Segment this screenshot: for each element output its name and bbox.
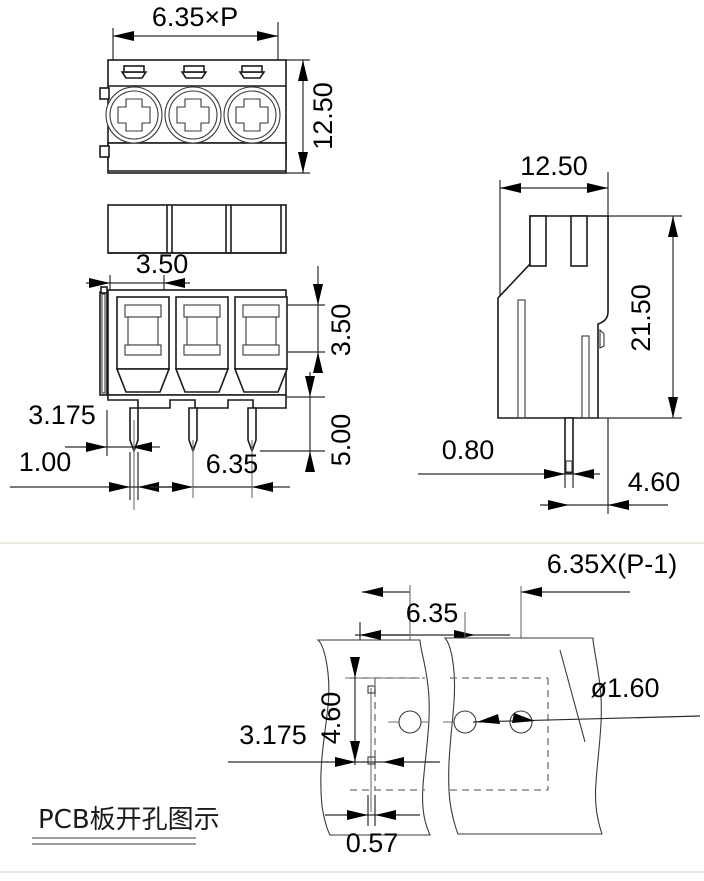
dimension-cavity-height: 3.50 xyxy=(287,266,356,373)
dimension-pin-length-text: 5.00 xyxy=(326,414,356,467)
terminal-cavity xyxy=(233,296,289,393)
dimension-pin-thickness: 0.80 xyxy=(418,435,600,488)
pcb-hole-layout: 6.35X(P-1) 6.35 xyxy=(228,549,701,858)
dimension-pin-to-edge-text: 4.60 xyxy=(628,467,681,497)
pcb-pin xyxy=(247,407,257,454)
pcb-board-left-segment xyxy=(316,639,431,836)
front-view-cavities xyxy=(115,296,289,393)
dimension-body-depth-text: 12.50 xyxy=(520,151,588,181)
front-view: 3.50 xyxy=(10,204,356,510)
dimension-slot-width-text: 0.57 xyxy=(346,828,399,858)
dimension-first-pole-offset: 3.50 xyxy=(86,249,190,292)
slot-markers xyxy=(367,685,376,765)
wire-slot xyxy=(180,65,208,79)
dimension-pitch-total-text: 6.35×P xyxy=(152,2,238,32)
terminal-cavity xyxy=(174,296,230,393)
dimension-hole-pitch-text: 6.35 xyxy=(406,598,459,628)
pcb-board-right-segment xyxy=(443,637,603,835)
dimension-pin-thickness-text: 0.80 xyxy=(442,435,495,465)
screw-head xyxy=(223,86,281,144)
dimension-pin-to-edge: 4.60 xyxy=(540,418,680,514)
dimension-total-span-text: 6.35X(P-1) xyxy=(547,549,678,579)
top-view-mount-tabs xyxy=(99,87,110,158)
pcb-hole xyxy=(388,710,428,734)
front-view-upper-body xyxy=(107,204,287,254)
pcb-pin xyxy=(188,407,198,454)
screw-head xyxy=(164,86,222,144)
dimension-hole-diameter: ø1.60 xyxy=(472,649,701,743)
dimension-edge-distance-text: 3.175 xyxy=(239,720,307,750)
front-view-pins xyxy=(129,407,257,454)
dimension-pin-length: 5.00 xyxy=(260,372,356,472)
pcb-title-label: PCB板开孔图示 xyxy=(32,805,220,845)
pcb-title-label-text: PCB板开孔图示 xyxy=(38,805,220,835)
side-view: 12.50 21.50 xyxy=(418,151,682,514)
dimension-body-total-height: 21.50 xyxy=(598,215,682,419)
dimension-first-pole-offset-text: 3.50 xyxy=(136,249,189,279)
wire-slot xyxy=(238,65,266,79)
dimension-edge-to-pin: 3.175 xyxy=(28,400,160,510)
dimension-row-offset: 4.60 xyxy=(316,657,420,765)
screw-head xyxy=(105,86,163,144)
side-view-pin xyxy=(564,417,574,474)
top-view: 6.35×P xyxy=(99,2,338,174)
dimension-body-total-height-text: 21.50 xyxy=(626,284,656,352)
dimension-cavity-height-text: 3.50 xyxy=(326,304,356,357)
dimension-body-height-text: 12.50 xyxy=(308,82,338,150)
dimension-edge-distance: 3.175 xyxy=(228,688,440,812)
top-view-screws xyxy=(105,86,281,144)
wire-slot xyxy=(120,65,148,79)
dimension-body-height: 12.50 xyxy=(286,59,338,174)
dimension-slot-width: 0.57 xyxy=(325,795,420,858)
dimension-pin-pitch: 6.35 xyxy=(150,440,290,498)
top-view-wire-slots xyxy=(120,65,266,79)
dimension-pin-width-text: 1.00 xyxy=(19,447,72,477)
dimension-pin-pitch-text: 6.35 xyxy=(206,449,259,479)
dimension-pitch-total: 6.35×P xyxy=(112,2,279,62)
dimension-edge-to-pin-text: 3.175 xyxy=(28,400,96,430)
side-view-body xyxy=(497,215,609,419)
dimension-hole-diameter-text: ø1.60 xyxy=(590,673,659,703)
terminal-cavity xyxy=(115,296,171,393)
dimension-row-offset-text: 4.60 xyxy=(316,692,346,745)
